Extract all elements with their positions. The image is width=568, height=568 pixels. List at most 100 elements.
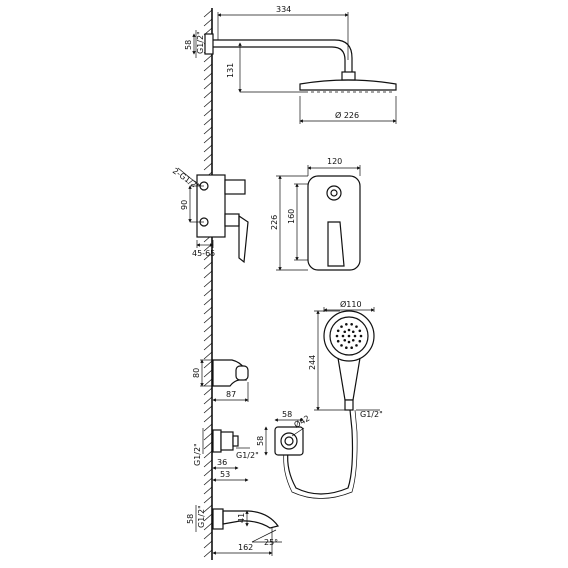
wall (203, 8, 213, 560)
nozzle-dot (343, 330, 347, 334)
wall-hatch-line (203, 54, 213, 63)
wall-hatch-line (203, 81, 213, 90)
wall-hatch-line (203, 9, 213, 18)
wall-hatch-line (203, 504, 213, 513)
nozzle-dot (343, 338, 347, 342)
dim-elbow-thread-right: G1/2" (236, 451, 259, 460)
wall-hatch-line (203, 531, 213, 540)
wall-hatch-line (203, 144, 213, 153)
overhead-shower: 334 131 Ø 226 58 G1/2" (184, 5, 397, 124)
wall-hatch-line (203, 279, 213, 288)
nozzle-dot (358, 329, 362, 333)
wall-hatch-line (203, 423, 213, 432)
dim-hand-length: 244 (308, 355, 317, 370)
nozzle-dot (345, 323, 348, 326)
nozzle-dot (341, 334, 345, 338)
wall-hatching (203, 9, 213, 558)
wall-hatch-line (203, 414, 213, 423)
nozzle-dot (336, 339, 340, 343)
wall-hatch-line (203, 297, 213, 306)
nozzle-dot (351, 330, 355, 334)
dim-mixer-depth: 45-65 (192, 249, 215, 258)
wall-hatch-line (203, 486, 213, 495)
dim-spout-angle: 25° (264, 538, 278, 547)
wall-hatch-line (203, 351, 213, 360)
dim-top-thread: G1/2" (196, 31, 205, 54)
wall-hatch-line (203, 162, 213, 171)
wall-hatch-line (203, 522, 213, 531)
mixer-wall-plate: 120 226 160 (270, 157, 361, 271)
dim-elbow-depth-a: 36 (217, 458, 227, 467)
dim-elbow-side-thread: G1/2" (193, 443, 202, 466)
wall-hatch-line (203, 324, 213, 333)
bath-spout: 58 G1/2" 41 162 25° (186, 505, 282, 556)
wall-hatch-line (203, 63, 213, 72)
nozzle-dot (340, 344, 343, 347)
dim-spout-thread: G1/2" (197, 505, 206, 528)
dim-spout-wall: 58 (186, 514, 195, 524)
wall-hatch-line (203, 306, 213, 315)
wall-hatch-line (203, 288, 213, 297)
dim-plate-width: 120 (327, 157, 342, 166)
dim-elbow-width: 58 (282, 410, 292, 419)
nozzle-dot (335, 334, 339, 338)
nozzle-dot (350, 346, 353, 349)
wall-hatch-line (203, 540, 213, 549)
wall-hatch-line (203, 117, 213, 126)
dim-elbow-depth-b: 53 (220, 470, 230, 479)
nozzle-dot (347, 334, 351, 338)
wall-hatch-line (203, 378, 213, 387)
hand-shower-nozzles (335, 323, 363, 349)
nozzle-dot (355, 344, 358, 347)
nozzle-dot (345, 346, 348, 349)
dim-mixer-spacing: 90 (180, 200, 189, 210)
wall-elbow-front: 58 58 Ø42 (256, 410, 311, 456)
nozzle-dot (351, 338, 355, 342)
wall-hatch-line (203, 135, 213, 144)
wall-hatch-line (203, 315, 213, 324)
wall-hatch-line (203, 513, 213, 522)
nozzle-dot (353, 334, 357, 338)
wall-hatch-line (203, 387, 213, 396)
wall-hatch-line (203, 90, 213, 99)
dim-head-diameter: Ø 226 (335, 110, 359, 120)
wall-hatch-line (203, 549, 213, 558)
dim-holder-height: 80 (192, 368, 201, 378)
wall-hatch-line (203, 72, 213, 81)
wall-hatch-line (203, 126, 213, 135)
dim-holder-depth: 87 (226, 390, 236, 399)
nozzle-dot (355, 325, 358, 328)
wall-hatch-line (203, 432, 213, 441)
nozzle-dot (350, 323, 353, 326)
wall-hatch-line (203, 261, 213, 270)
dim-top-drop: 131 (226, 63, 235, 78)
dim-elbow-height: 58 (256, 436, 265, 446)
dim-plate-inner: 160 (287, 209, 296, 224)
hand-shower: Ø110 244 G1/2" (308, 299, 383, 419)
nozzle-dot (358, 339, 362, 343)
nozzle-dot (340, 325, 343, 328)
wall-hatch-line (203, 468, 213, 477)
wall-hatch-line (203, 270, 213, 279)
wall-hatch-line (203, 459, 213, 468)
nozzle-dot (347, 328, 351, 332)
wall-hatch-line (203, 360, 213, 369)
wall-elbow-side: G1/2" G1/2" 36 53 (193, 428, 259, 482)
wall-hatch-line (203, 153, 213, 162)
shower-hose-inner (283, 409, 358, 499)
wall-hatch-line (203, 252, 213, 261)
dim-plate-height: 226 (270, 215, 279, 230)
shower-holder: 80 87 (192, 359, 249, 402)
dim-spout-length: 162 (238, 543, 253, 552)
dim-hand-diameter: Ø110 (340, 299, 362, 309)
wall-hatch-line (203, 342, 213, 351)
dim-top-wall-depth: 58 (184, 40, 193, 50)
wall-hatch-line (203, 369, 213, 378)
wall-hatch-line (203, 477, 213, 486)
wall-hatch-line (203, 333, 213, 342)
wall-hatch-line (203, 405, 213, 414)
dim-hand-thread: G1/2" (360, 410, 383, 419)
wall-hatch-line (203, 441, 213, 450)
shower-hose (287, 409, 354, 495)
